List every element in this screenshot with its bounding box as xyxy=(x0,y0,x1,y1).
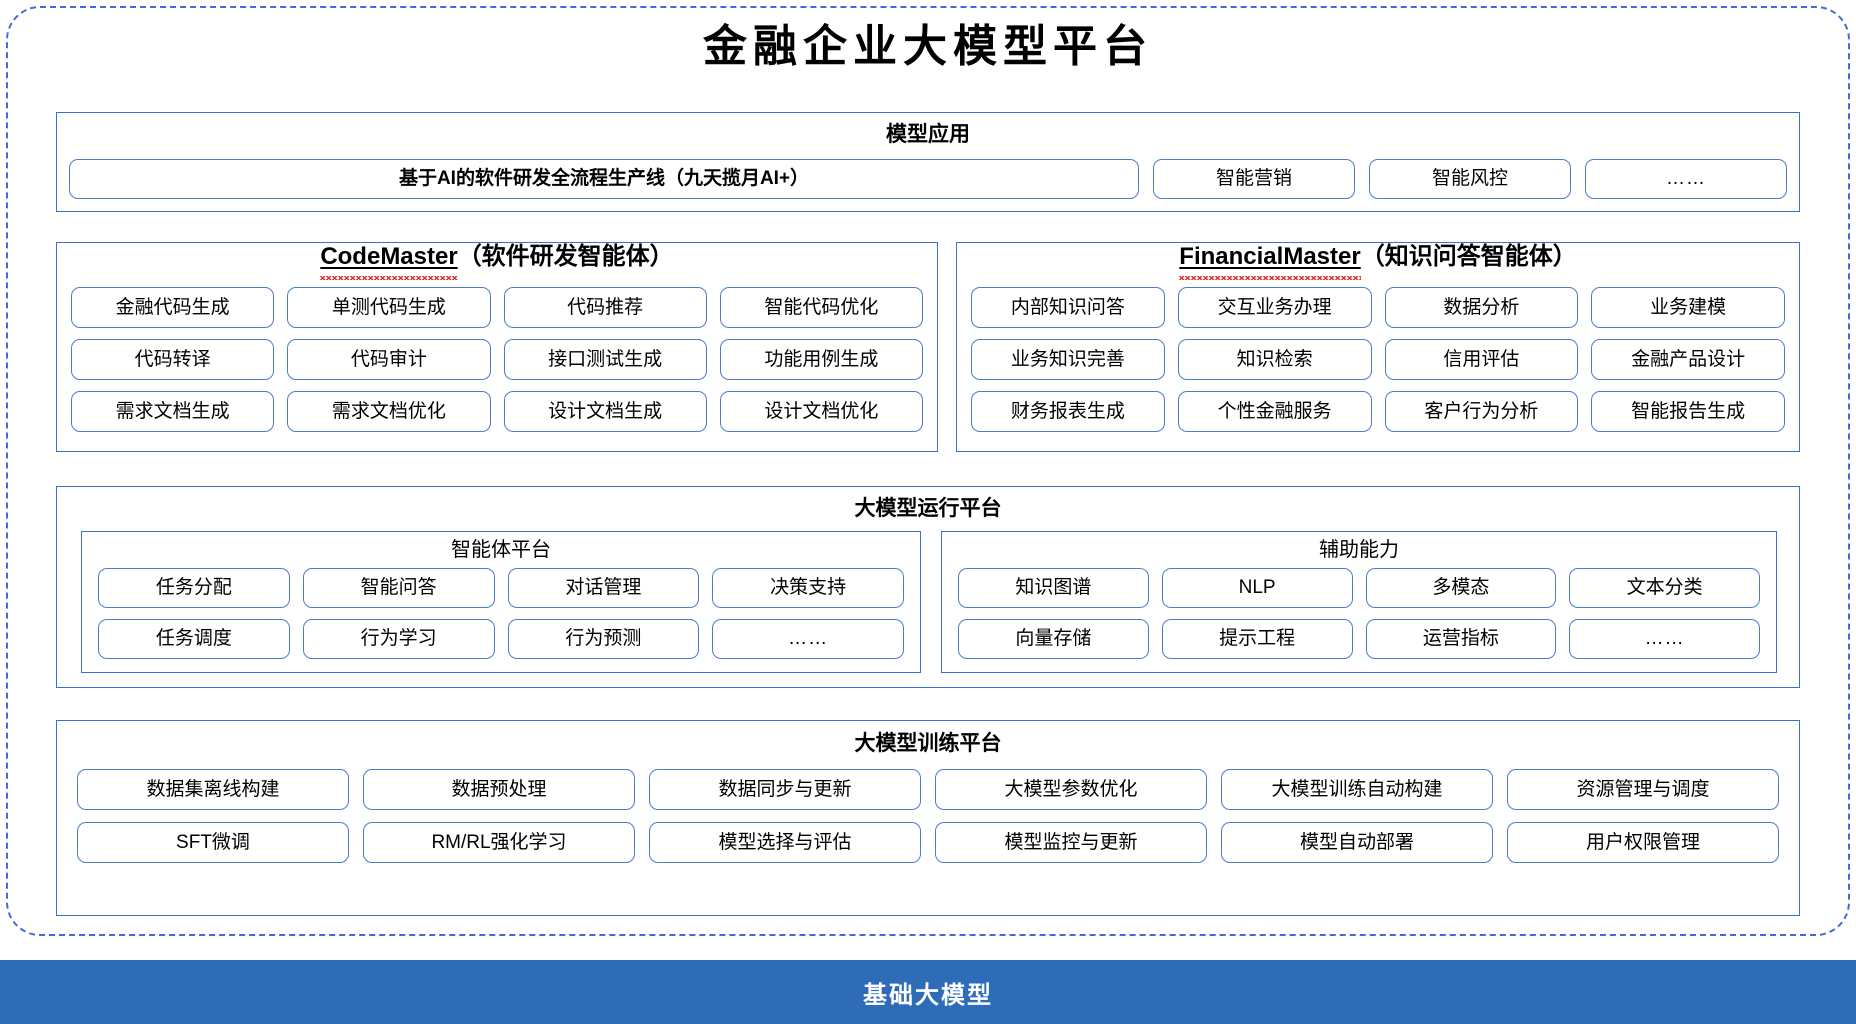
capability-pill[interactable]: 单测代码生成 xyxy=(287,287,491,328)
capability-pill[interactable]: 功能用例生成 xyxy=(719,339,923,380)
capability-pill[interactable]: 运营指标 xyxy=(1365,619,1557,659)
subsection-title-agent-platform: 智能体平台 xyxy=(451,539,551,561)
subsection-agent-platform: 智能体平台 任务分配 智能问答 对话管理 决策支持 任务调度 行为学习 行为预测… xyxy=(81,531,921,673)
capability-pill-more[interactable]: …… xyxy=(1569,619,1760,659)
training-platform-grid: 数据集离线构建 数据预处理 数据同步与更新 大模型参数优化 大模型训练自动构建 … xyxy=(77,769,1779,863)
capability-pill[interactable]: 代码审计 xyxy=(287,339,491,380)
subsection-title-auxiliary-capability: 辅助能力 xyxy=(1319,539,1399,561)
capability-pill[interactable]: 业务知识完善 xyxy=(971,339,1165,380)
financialmaster-row-2: 业务知识完善 知识检索 信用评估 金融产品设计 xyxy=(971,339,1785,380)
codemaster-row-1: 金融代码生成 单测代码生成 代码推荐 智能代码优化 xyxy=(71,287,923,328)
capability-pill[interactable]: 设计文档生成 xyxy=(503,391,707,432)
capability-pill[interactable]: 信用评估 xyxy=(1384,339,1579,380)
capability-pill[interactable]: 设计文档优化 xyxy=(719,391,923,432)
capability-pill[interactable]: 模型监控与更新 xyxy=(935,822,1207,863)
capability-pill[interactable]: 代码转译 xyxy=(71,339,275,380)
capability-pill[interactable]: 任务调度 xyxy=(98,619,290,659)
app-item-marketing[interactable]: 智能营销 xyxy=(1153,159,1355,199)
capability-pill[interactable]: 多模态 xyxy=(1365,568,1557,608)
page-title: 金融企业大模型平台 xyxy=(703,21,1153,72)
agent-title-financialmaster: FinancialMaster（知识问答智能体） xyxy=(957,243,1799,280)
auxiliary-row-1: 知识图谱 NLP 多模态 文本分类 xyxy=(958,568,1760,608)
capability-pill[interactable]: 智能代码优化 xyxy=(719,287,923,328)
app-item-risk-control[interactable]: 智能风控 xyxy=(1369,159,1571,199)
capability-pill[interactable]: 需求文档优化 xyxy=(287,391,491,432)
capability-pill[interactable]: 对话管理 xyxy=(507,568,700,608)
financialmaster-row-1: 内部知识问答 交互业务办理 数据分析 业务建模 xyxy=(971,287,1785,328)
capability-pill[interactable]: 行为学习 xyxy=(302,619,495,659)
financialmaster-row-3: 财务报表生成 个性金融服务 客户行为分析 智能报告生成 xyxy=(971,391,1785,432)
capability-pill[interactable]: 提示工程 xyxy=(1161,619,1353,659)
financialmaster-capability-grid: 内部知识问答 交互业务办理 数据分析 业务建模 业务知识完善 知识检索 信用评估… xyxy=(971,287,1785,432)
capability-pill[interactable]: 文本分类 xyxy=(1569,568,1760,608)
capability-pill[interactable]: 内部知识问答 xyxy=(971,287,1165,328)
section-codemaster-agent: CodeMaster（软件研发智能体） 金融代码生成 单测代码生成 代码推荐 智… xyxy=(56,242,938,452)
training-row-2: SFT微调 RM/RL强化学习 模型选择与评估 模型监控与更新 模型自动部署 用… xyxy=(77,822,1779,863)
agent-name-cn-codemaster: （软件研发智能体） xyxy=(457,243,674,270)
capability-pill[interactable]: 知识检索 xyxy=(1177,339,1372,380)
capability-pill-more[interactable]: …… xyxy=(712,619,904,659)
capability-pill[interactable]: 大模型训练自动构建 xyxy=(1221,769,1493,810)
capability-pill[interactable]: 数据分析 xyxy=(1384,287,1579,328)
codemaster-row-2: 代码转译 代码审计 接口测试生成 功能用例生成 xyxy=(71,339,923,380)
capability-pill[interactable]: 客户行为分析 xyxy=(1384,391,1579,432)
app-item-more[interactable]: …… xyxy=(1585,159,1787,199)
codemaster-row-3: 需求文档生成 需求文档优化 设计文档生成 设计文档优化 xyxy=(71,391,923,432)
codemaster-capability-grid: 金融代码生成 单测代码生成 代码推荐 智能代码优化 代码转译 代码审计 接口测试… xyxy=(71,287,923,432)
section-training-platform: 大模型训练平台 数据集离线构建 数据预处理 数据同步与更新 大模型参数优化 大模… xyxy=(56,720,1800,916)
capability-pill[interactable]: 数据集离线构建 xyxy=(77,769,349,810)
capability-pill[interactable]: SFT微调 xyxy=(77,822,349,863)
capability-pill[interactable]: 财务报表生成 xyxy=(971,391,1165,432)
auxiliary-capability-grid: 知识图谱 NLP 多模态 文本分类 向量存储 提示工程 运营指标 …… xyxy=(958,568,1760,659)
capability-pill[interactable]: 数据预处理 xyxy=(363,769,635,810)
agent-platform-row-1: 任务分配 智能问答 对话管理 决策支持 xyxy=(98,568,904,608)
training-row-1: 数据集离线构建 数据预处理 数据同步与更新 大模型参数优化 大模型训练自动构建 … xyxy=(77,769,1779,810)
section-title-model-application: 模型应用 xyxy=(886,123,970,146)
capability-pill[interactable]: 代码推荐 xyxy=(503,287,707,328)
capability-pill[interactable]: RM/RL强化学习 xyxy=(363,822,635,863)
capability-pill[interactable]: 金融产品设计 xyxy=(1591,339,1785,380)
base-model-bar: 基础大模型 xyxy=(0,960,1856,1024)
capability-pill[interactable]: 交互业务办理 xyxy=(1177,287,1372,328)
capability-pill[interactable]: 资源管理与调度 xyxy=(1507,769,1779,810)
section-model-application: 模型应用 基于AI的软件研发全流程生产线（九天揽月AI+） 智能营销 智能风控 … xyxy=(56,112,1800,212)
capability-pill[interactable]: 金融代码生成 xyxy=(71,287,275,328)
section-financialmaster-agent: FinancialMaster（知识问答智能体） 内部知识问答 交互业务办理 数… xyxy=(956,242,1800,452)
capability-pill[interactable]: 大模型参数优化 xyxy=(935,769,1207,810)
agent-platform-grid: 任务分配 智能问答 对话管理 决策支持 任务调度 行为学习 行为预测 …… xyxy=(98,568,904,659)
capability-pill[interactable]: 个性金融服务 xyxy=(1177,391,1372,432)
model-application-items: 基于AI的软件研发全流程生产线（九天揽月AI+） 智能营销 智能风控 …… xyxy=(69,159,1787,199)
capability-pill[interactable]: 智能问答 xyxy=(302,568,495,608)
capability-pill[interactable]: 用户权限管理 xyxy=(1507,822,1779,863)
agent-name-en-codemaster: CodeMaster xyxy=(320,243,459,280)
capability-pill[interactable]: 需求文档生成 xyxy=(71,391,275,432)
capability-pill[interactable]: NLP xyxy=(1161,568,1353,608)
capability-pill[interactable]: 知识图谱 xyxy=(958,568,1149,608)
section-run-platform: 大模型运行平台 智能体平台 任务分配 智能问答 对话管理 决策支持 任务调度 行… xyxy=(56,486,1800,688)
section-title-run-platform: 大模型运行平台 xyxy=(854,497,1002,520)
capability-pill[interactable]: 数据同步与更新 xyxy=(649,769,921,810)
capability-pill[interactable]: 接口测试生成 xyxy=(503,339,707,380)
capability-pill[interactable]: 业务建模 xyxy=(1591,287,1785,328)
capability-pill[interactable]: 向量存储 xyxy=(958,619,1149,659)
capability-pill[interactable]: 行为预测 xyxy=(507,619,700,659)
agent-platform-row-2: 任务调度 行为学习 行为预测 …… xyxy=(98,619,904,659)
app-item-primary[interactable]: 基于AI的软件研发全流程生产线（九天揽月AI+） xyxy=(69,159,1139,199)
capability-pill[interactable]: 智能报告生成 xyxy=(1591,391,1785,432)
capability-pill[interactable]: 模型自动部署 xyxy=(1221,822,1493,863)
base-model-label: 基础大模型 xyxy=(863,981,993,1009)
capability-pill[interactable]: 决策支持 xyxy=(712,568,904,608)
agent-name-en-financialmaster: FinancialMaster xyxy=(1179,243,1362,280)
capability-pill[interactable]: 模型选择与评估 xyxy=(649,822,921,863)
agent-name-cn-financialmaster: （知识问答智能体） xyxy=(1360,243,1577,270)
section-title-training-platform: 大模型训练平台 xyxy=(854,732,1002,755)
auxiliary-row-2: 向量存储 提示工程 运营指标 …… xyxy=(958,619,1760,659)
capability-pill[interactable]: 任务分配 xyxy=(98,568,290,608)
agent-title-codemaster: CodeMaster（软件研发智能体） xyxy=(57,243,937,280)
subsection-auxiliary-capability: 辅助能力 知识图谱 NLP 多模态 文本分类 向量存储 提示工程 运营指标 …… xyxy=(941,531,1777,673)
